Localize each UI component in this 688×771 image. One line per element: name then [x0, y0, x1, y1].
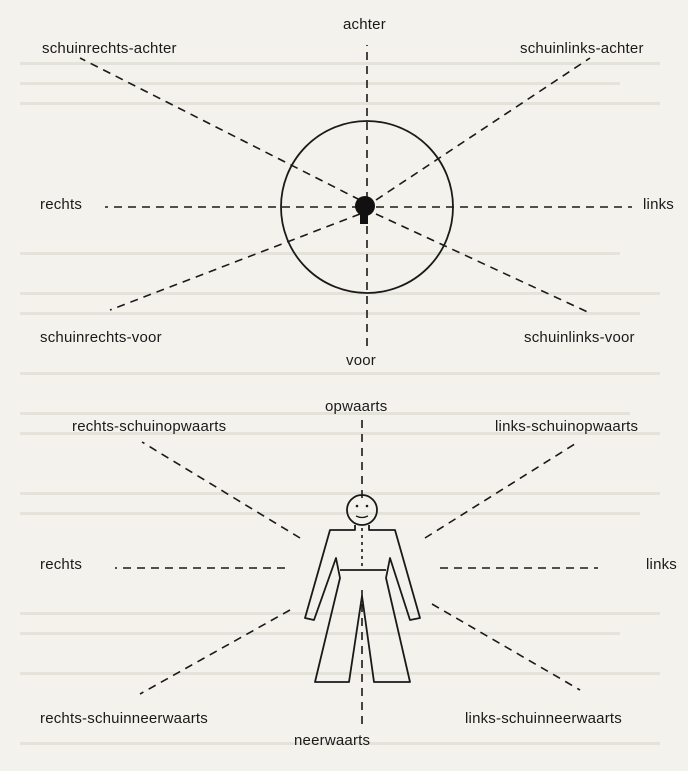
direction-line-schuinlinks-achter	[376, 58, 590, 200]
label-rechts-schuinneerwaarts: rechts-schuinneerwaarts	[40, 710, 208, 728]
label-neerwaarts: neerwaarts	[294, 732, 370, 750]
label-schuinrechts-achter: schuinrechts-achter	[42, 40, 177, 58]
direction-line-schuinlinks-voor	[376, 214, 592, 314]
top-diagram	[80, 45, 632, 348]
label-rechts-schuinopwaarts: rechts-schuinopwaarts	[72, 418, 226, 436]
label-links-schuinopwaarts: links-schuinopwaarts	[495, 418, 638, 436]
label-schuinrechts-voor: schuinrechts-voor	[40, 329, 162, 347]
direction-line-links-schuinopwaarts	[425, 442, 578, 538]
label-links-top: links	[643, 196, 674, 214]
label-rechts-top: rechts	[40, 196, 82, 214]
direction-line-schuinrechts-achter	[80, 58, 360, 200]
label-schuinlinks-voor: schuinlinks-voor	[524, 329, 635, 347]
label-opwaarts: opwaarts	[325, 398, 387, 416]
direction-line-rechts-schuinneerwaarts	[140, 610, 290, 694]
label-links-schuinneerwaarts: links-schuinneerwaarts	[465, 710, 622, 728]
label-rechts-bottom: rechts	[40, 556, 82, 574]
label-voor: voor	[346, 352, 376, 370]
direction-line-schuinrechts-voor	[110, 214, 360, 310]
bottom-diagram	[115, 420, 598, 728]
top-view-head-icon	[355, 196, 375, 224]
direction-line-links-schuinneerwaarts	[432, 604, 580, 690]
label-schuinlinks-achter: schuinlinks-achter	[520, 40, 644, 58]
label-achter: achter	[343, 16, 386, 34]
direction-line-rechts-schuinopwaarts	[142, 442, 300, 538]
label-links-bottom: links	[646, 556, 677, 574]
